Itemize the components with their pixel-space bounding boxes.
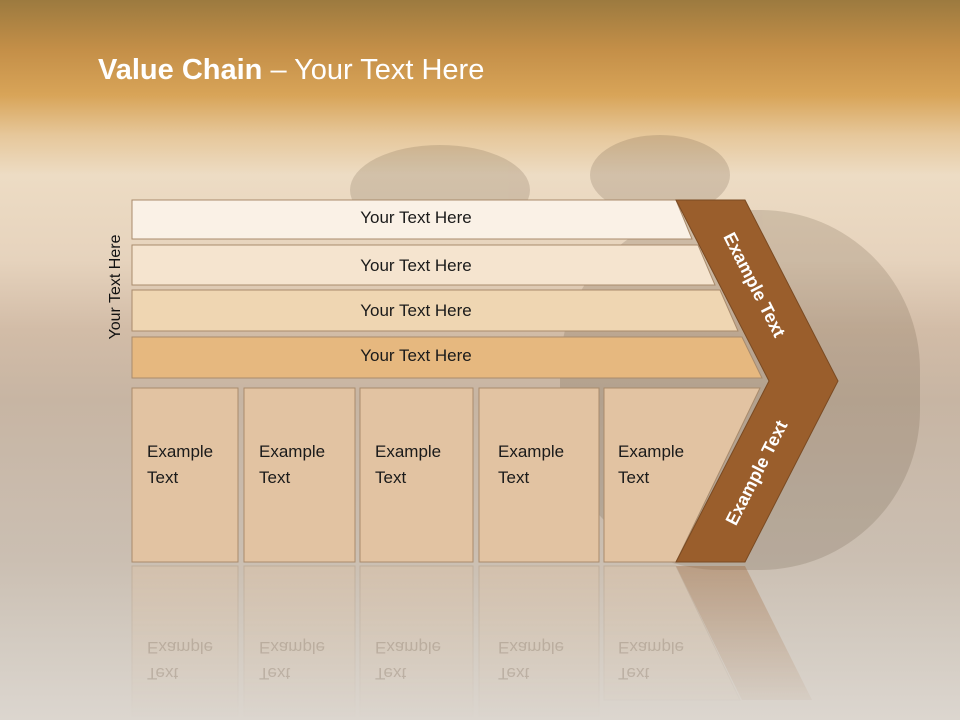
cell-text-5-line2: Text bbox=[618, 468, 650, 487]
row-bar-2 bbox=[131, 244, 716, 286]
cell-2 bbox=[243, 387, 356, 563]
cell-text-3-line1: Example bbox=[375, 442, 442, 461]
cell-text-4-line1: Example bbox=[498, 442, 565, 461]
cell-text-5-line1: Example bbox=[618, 442, 685, 461]
row-bar-1 bbox=[131, 199, 693, 240]
slide-title: Value Chain – Your Text Here bbox=[98, 54, 484, 87]
cell-3 bbox=[359, 387, 474, 563]
row-label-4: Your Text Here bbox=[360, 346, 472, 365]
cell-text-2-line1: Example bbox=[259, 442, 326, 461]
cell-text-4: Example Text bbox=[498, 439, 593, 491]
cell-text-2-line2: Text bbox=[259, 468, 291, 487]
row-bar-4 bbox=[131, 336, 763, 379]
chevron-arrow bbox=[675, 199, 839, 563]
cell-1 bbox=[131, 387, 239, 563]
row-label-1: Your Text Here bbox=[360, 208, 472, 227]
row-label-3: Your Text Here bbox=[360, 301, 472, 320]
cell-text-2: Example Text bbox=[259, 439, 354, 491]
title-bold: Value Chain bbox=[98, 54, 263, 86]
row-bar-3 bbox=[131, 289, 739, 332]
cell-text-1-line2: Text bbox=[147, 468, 179, 487]
cell-text-3-line2: Text bbox=[375, 468, 407, 487]
title-rest: – Your Text Here bbox=[262, 54, 485, 86]
cell-text-1: Example Text bbox=[147, 439, 242, 491]
cell-text-3: Example Text bbox=[375, 439, 470, 491]
cell-text-1-line1: Example bbox=[147, 442, 214, 461]
reflection bbox=[131, 565, 812, 717]
cell-text-5: Example Text bbox=[618, 439, 713, 491]
cell-text-4-line2: Text bbox=[498, 468, 530, 487]
row-label-2: Your Text Here bbox=[360, 256, 472, 275]
cell-4 bbox=[478, 387, 600, 563]
